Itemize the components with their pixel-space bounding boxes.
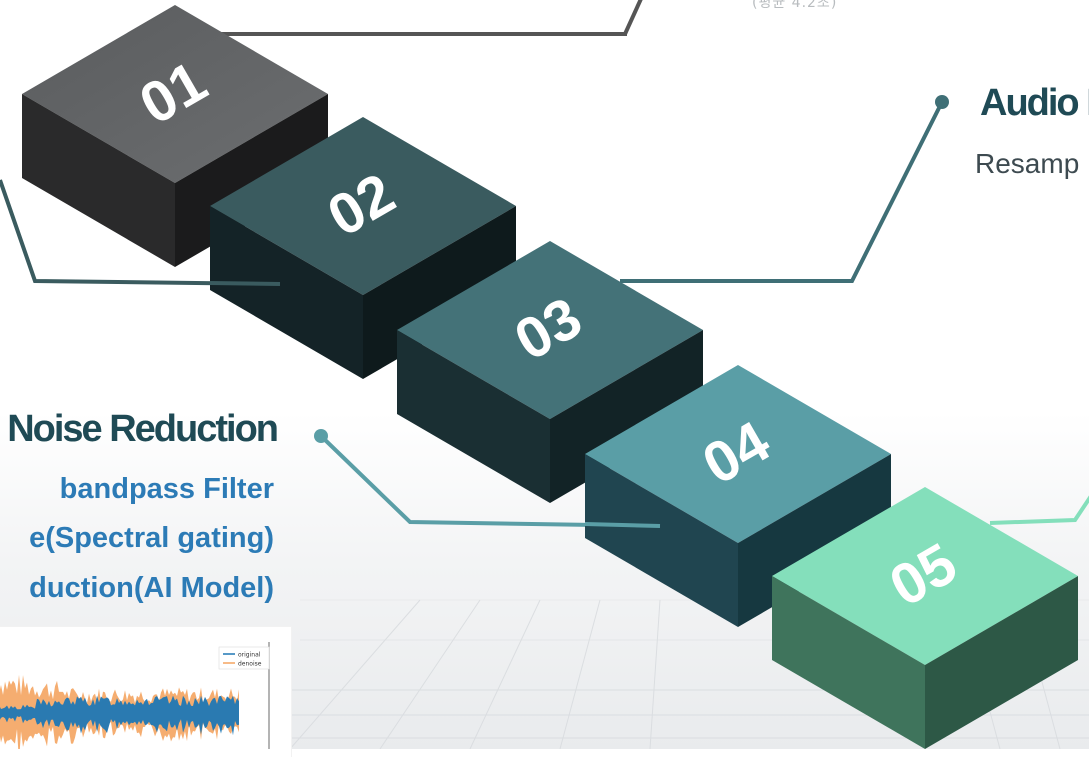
connector-dot-03 [935,95,949,109]
block-03-left [397,330,550,503]
audio-section-title: Audio I [980,82,1089,124]
block-05-left [772,576,925,749]
audio-section-subtitle: Resamp [975,148,1080,179]
connector-line-03 [620,101,944,283]
noise-item-ai-model: duction(AI Model) [29,572,274,604]
noise-item-bandpass: bandpass Filter [59,473,274,505]
connector-line-01 [623,0,643,35]
block-05-right [925,576,1078,749]
legend-denoise: denoise [238,661,262,668]
noise-item-spectral-gating: e(Spectral gating) [29,522,274,554]
block-02-left [210,206,363,379]
block-01-left [22,94,175,267]
waveform-original [0,695,239,736]
waveform-plot: original denoise [0,627,291,757]
connector-line-05 [989,495,1089,525]
legend-original: original [238,652,261,659]
connector-dot-04 [314,429,328,443]
connector-line-02-overlay [209,281,281,286]
connector-line-04 [319,434,661,528]
noise-reduction-title: Noise Reduction [7,408,279,450]
plot-legend: original denoise [218,646,270,670]
top-note: (평균 4.2초) [752,0,838,11]
block-05: 05 [772,487,1078,749]
block-04-left [585,454,738,627]
connector-line-04-overlay [584,522,661,528]
connector-line-02 [0,179,281,286]
